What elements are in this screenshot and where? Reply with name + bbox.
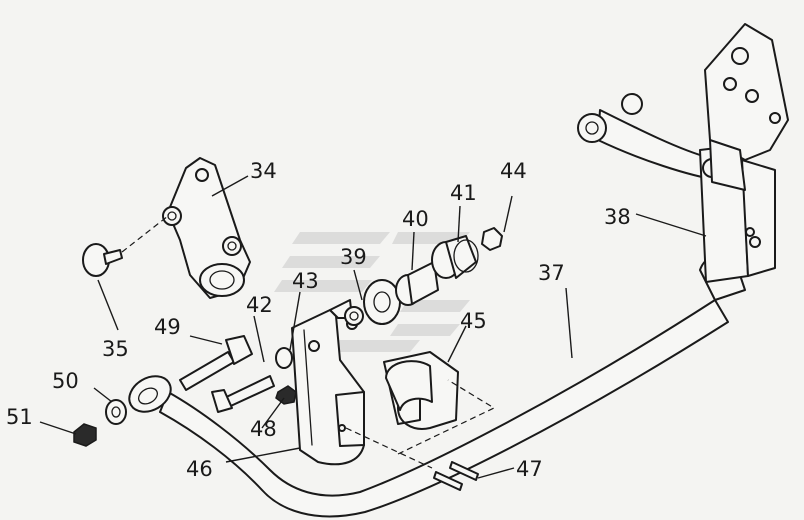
frame-bracket-34 bbox=[162, 157, 251, 299]
callout-43: 43 bbox=[292, 269, 319, 293]
callout-51: 51 bbox=[6, 405, 33, 429]
callout-44: 44 bbox=[500, 159, 527, 183]
bar-end-eye-left bbox=[128, 375, 172, 413]
callout-47: 47 bbox=[516, 457, 543, 481]
callout-45: 45 bbox=[460, 309, 487, 333]
callout-41: 41 bbox=[450, 181, 477, 205]
bolt-42 bbox=[211, 347, 293, 413]
rivet-35 bbox=[82, 215, 169, 277]
assembly-guide-lines bbox=[345, 379, 496, 469]
callout-48: 48 bbox=[250, 417, 277, 441]
callout-38: 38 bbox=[604, 205, 631, 229]
washer-50 bbox=[105, 399, 127, 425]
link-bolt-head bbox=[577, 113, 607, 143]
callout-50: 50 bbox=[52, 369, 79, 393]
frame-bracket-upper-right bbox=[704, 23, 789, 191]
callout-37: 37 bbox=[538, 261, 565, 285]
watermark-logo bbox=[274, 232, 470, 352]
callout-46: 46 bbox=[186, 457, 213, 481]
callout-35: 35 bbox=[102, 337, 129, 361]
callout-39: 39 bbox=[340, 245, 367, 269]
bushing-39 bbox=[363, 279, 401, 325]
leader-lines bbox=[39, 175, 707, 479]
u-bracket-46 bbox=[291, 299, 365, 466]
bolts-47 bbox=[433, 461, 479, 491]
nut-51 bbox=[73, 423, 97, 447]
callouts: 34 35 37 38 39 40 41 42 43 44 45 46 47 4… bbox=[6, 159, 631, 481]
callout-34: 34 bbox=[250, 159, 277, 183]
nut-48 bbox=[275, 385, 297, 405]
rubber-bushing-45 bbox=[383, 351, 459, 430]
nut-44 bbox=[481, 227, 503, 251]
callout-49: 49 bbox=[154, 315, 181, 339]
callout-40: 40 bbox=[402, 207, 429, 231]
bushing-stack-39-41 bbox=[344, 227, 503, 326]
callout-42: 42 bbox=[246, 293, 273, 317]
bolt-49 bbox=[179, 335, 253, 391]
